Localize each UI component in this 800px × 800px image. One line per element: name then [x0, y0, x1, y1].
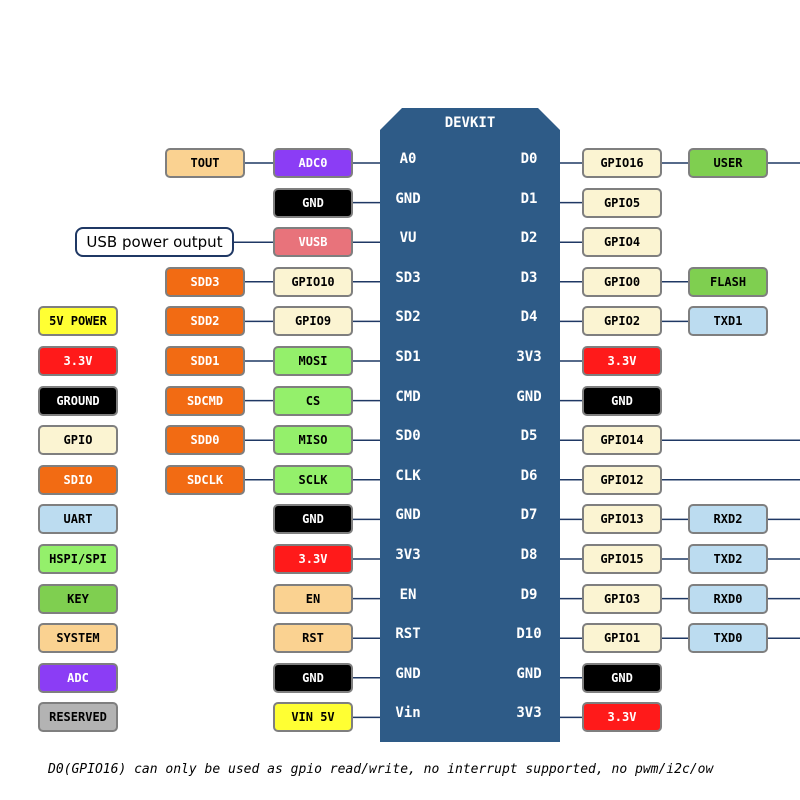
usb-power-output-note: USB power output: [75, 227, 234, 258]
pin-function-flash: FLASH: [688, 266, 768, 297]
pin-function-sdd3: SDD3: [165, 266, 245, 297]
pin-function-vusb: VUSB: [273, 227, 353, 258]
pin-name-right-d5: D5: [520, 428, 538, 445]
pin-function-txd2: TXD2: [688, 544, 768, 574]
pin-name-right-gnd: GND: [516, 665, 542, 682]
pin-function-vin-5v: VIN 5V: [273, 702, 353, 733]
pin-name-right-gnd: GND: [516, 388, 542, 405]
pin-function-gpio1: GPIO1: [582, 623, 662, 654]
pin-function-sdd2: SDD2: [165, 306, 245, 337]
pin-function-rxd2: RXD2: [688, 504, 768, 535]
pin-name-right-d2: D2: [520, 230, 538, 247]
pin-name-left-3v3: 3V3: [395, 547, 421, 563]
pin-function-sclk: SCLK: [273, 464, 353, 495]
pin-function-gpio9: GPIO9: [273, 306, 353, 337]
legend-adc: ADC: [38, 662, 118, 693]
pin-function-cs: CS: [273, 385, 353, 416]
pin-function-gpio15: GPIO15: [582, 544, 662, 574]
pin-name-right-d3: D3: [520, 269, 538, 286]
pin-function-gpio5: GPIO5: [582, 187, 662, 218]
pin-function-gnd: GND: [582, 662, 662, 693]
pin-name-left-sd1: SD1: [395, 349, 421, 365]
pin-name-left-gnd: GND: [395, 190, 421, 207]
pin-function-gpio16: GPIO16: [582, 148, 662, 178]
pin-function-sdd1: SDD1: [165, 346, 245, 376]
pin-name-right-d4: D4: [520, 309, 538, 326]
pin-name-left-clk: CLK: [395, 467, 421, 484]
pin-name-left-vin: Vin: [395, 705, 421, 722]
legend-uart: UART: [38, 504, 118, 535]
pin-name-right-d6: D6: [520, 467, 538, 484]
legend-hspi-spi: HSPI/SPI: [38, 544, 118, 574]
pin-function-gpio4: GPIO4: [582, 227, 662, 258]
pin-function-sdd0: SDD0: [165, 425, 245, 456]
pin-function-rxd0: RXD0: [688, 583, 768, 614]
pin-function-gnd: GND: [582, 385, 662, 416]
pin-function-user: USER: [688, 148, 768, 178]
pin-name-left-rst: RST: [395, 626, 421, 643]
pin-function-gpio10: GPIO10: [273, 266, 353, 297]
pin-function-gnd: GND: [273, 662, 353, 693]
pin-function-gnd: GND: [273, 504, 353, 535]
pin-function-miso: MISO: [273, 425, 353, 456]
footnote: D0(GPIO16) can only be used as gpio read…: [48, 762, 714, 777]
pin-name-right-d8: D8: [520, 547, 538, 563]
pin-function-sdclk: SDCLK: [165, 464, 245, 495]
pin-function-gpio0: GPIO0: [582, 266, 662, 297]
pin-name-left-sd3: SD3: [395, 269, 421, 286]
pin-function-gnd: GND: [273, 187, 353, 218]
pin-function-txd1: TXD1: [688, 306, 768, 337]
board-title: DEVKIT: [444, 115, 496, 131]
pin-name-left-sd2: SD2: [395, 309, 421, 326]
pin-function-en: EN: [273, 583, 353, 614]
pin-function-txd0: TXD0: [688, 623, 768, 654]
pin-name-right-3v3: 3V3: [516, 705, 542, 722]
legend-ground: GROUND: [38, 385, 118, 416]
pin-function-gpio2: GPIO2: [582, 306, 662, 337]
pin-function-mosi: MOSI: [273, 346, 353, 376]
devkit-board: [380, 108, 560, 742]
pin-name-left-en: EN: [399, 586, 417, 603]
pin-name-left-gnd: GND: [395, 507, 421, 524]
pin-name-right-d0: D0: [520, 151, 538, 167]
pin-name-right-d7: D7: [520, 507, 538, 524]
pin-function-gpio13: GPIO13: [582, 504, 662, 535]
pin-name-left-gnd: GND: [395, 665, 421, 682]
legend-system: SYSTEM: [38, 623, 118, 654]
legend-gpio: GPIO: [38, 425, 118, 456]
pin-name-left-a0: A0: [399, 151, 417, 167]
legend-3-3v: 3.3V: [38, 346, 118, 376]
legend-key: KEY: [38, 583, 118, 614]
pin-name-left-cmd: CMD: [395, 388, 421, 405]
pin-name-right-d10: D10: [516, 626, 542, 643]
pin-name-right-d1: D1: [520, 190, 538, 207]
pin-function-3-3v: 3.3V: [273, 544, 353, 574]
legend-sdio: SDIO: [38, 464, 118, 495]
legend-reserved: RESERVED: [38, 702, 118, 733]
pin-function-3-3v: 3.3V: [582, 702, 662, 733]
pin-function-gpio14: GPIO14: [582, 425, 662, 456]
pin-function-tout: TOUT: [165, 148, 245, 178]
pin-function-gpio12: GPIO12: [582, 464, 662, 495]
pin-name-left-vu: VU: [399, 230, 417, 247]
pin-function-adc0: ADC0: [273, 148, 353, 178]
pin-name-right-3v3: 3V3: [516, 349, 542, 365]
pin-function-rst: RST: [273, 623, 353, 654]
pin-function-gpio3: GPIO3: [582, 583, 662, 614]
pin-name-left-sd0: SD0: [395, 428, 421, 445]
pin-name-right-d9: D9: [520, 586, 538, 603]
pin-function-sdcmd: SDCMD: [165, 385, 245, 416]
legend-5v-power: 5V POWER: [38, 306, 118, 337]
pin-function-3-3v: 3.3V: [582, 346, 662, 376]
